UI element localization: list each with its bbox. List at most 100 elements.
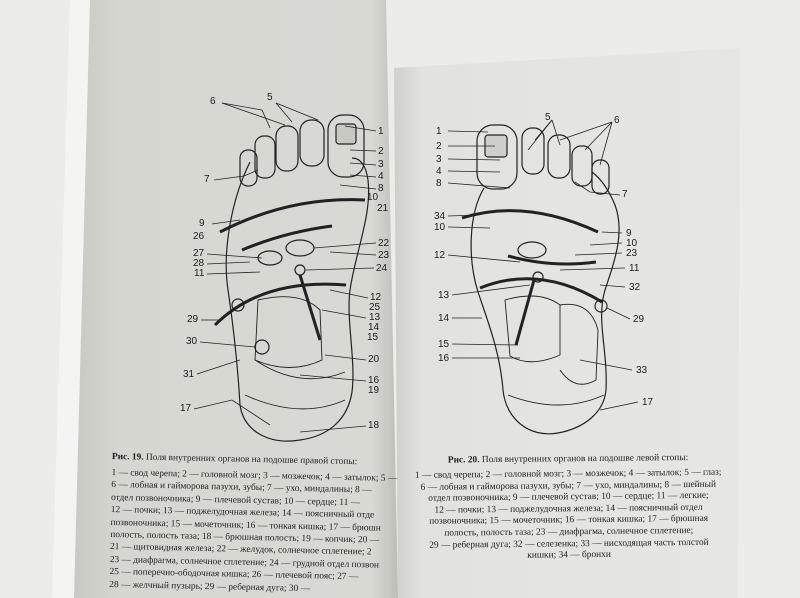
figure-label: 11 bbox=[629, 263, 640, 274]
figure-label: 23 bbox=[626, 248, 638, 259]
organ-zone bbox=[507, 394, 605, 406]
figure-label: 29 bbox=[187, 314, 199, 325]
left-foot-diagram bbox=[447, 119, 639, 435]
figure-label: 17 bbox=[180, 403, 192, 414]
figure-label: 27 bbox=[193, 248, 205, 259]
figure-label: 25 bbox=[369, 302, 381, 313]
figure-label: 16 bbox=[438, 353, 450, 364]
figure-label: 22 bbox=[378, 238, 390, 249]
figure-label: 15 bbox=[367, 332, 379, 343]
figure-label: 17 bbox=[642, 397, 654, 408]
figure-label: 13 bbox=[369, 312, 381, 323]
figure-19-caption: Рис. 19. Поля внутренних органов на подо… bbox=[109, 452, 400, 598]
zone-line bbox=[461, 209, 599, 234]
organ-zone bbox=[532, 271, 544, 283]
figure-label: 12 bbox=[370, 292, 382, 303]
leader-lines bbox=[193, 102, 377, 433]
figure-label: 3 bbox=[378, 159, 384, 170]
big-toe bbox=[327, 114, 365, 178]
figure-label: 7 bbox=[622, 189, 628, 200]
zone-line bbox=[213, 282, 347, 327]
figure-label: 34 bbox=[434, 211, 446, 222]
organ-zone bbox=[294, 264, 306, 276]
figure-label: 33 bbox=[636, 365, 648, 376]
figure-label: 6 bbox=[614, 115, 620, 126]
figure-label: 13 bbox=[438, 290, 450, 301]
zone-line bbox=[219, 198, 366, 234]
figure-number: Рис. 19. bbox=[111, 452, 144, 463]
organ-zone bbox=[231, 298, 245, 312]
toe-3 bbox=[547, 134, 571, 179]
figure-label: 1 bbox=[378, 126, 384, 137]
figure-label: 26 bbox=[193, 231, 205, 242]
figure-label: 29 bbox=[633, 314, 645, 325]
figure-number: Рис. 20. bbox=[447, 455, 480, 466]
figure-label: 5 bbox=[545, 112, 551, 123]
toe-4 bbox=[254, 135, 276, 179]
caption-line: кишки; 34 — бронхи bbox=[527, 550, 611, 561]
organ-zone bbox=[517, 241, 547, 259]
zone-line bbox=[514, 279, 536, 346]
figure-label: 18 bbox=[368, 420, 380, 431]
figure-label: 7 bbox=[204, 174, 210, 185]
figure-label: 14 bbox=[368, 322, 380, 333]
foot-outline bbox=[225, 157, 370, 442]
organ-zone bbox=[254, 359, 346, 380]
figure-label: 3 bbox=[436, 154, 442, 165]
organ-zone bbox=[504, 295, 561, 363]
organ-zone bbox=[244, 394, 346, 410]
organ-zone bbox=[559, 303, 599, 385]
figure-20-caption: Рис. 20. Поля внутренних органов на подо… bbox=[403, 453, 734, 566]
figure-label: 9 bbox=[199, 218, 205, 229]
figure-label: 9 bbox=[626, 228, 632, 239]
toe-5 bbox=[239, 149, 258, 187]
toe-5 bbox=[591, 159, 610, 195]
figure-label: 2 bbox=[378, 146, 384, 157]
figure-label: 10 bbox=[626, 238, 638, 249]
right-foot-diagram bbox=[193, 102, 377, 442]
figure-label: 24 bbox=[376, 263, 388, 274]
leader-lines bbox=[447, 119, 639, 411]
figure-label: 31 bbox=[183, 369, 195, 380]
figure-label: 30 bbox=[186, 336, 198, 347]
figure-label: 4 bbox=[378, 171, 384, 182]
caption-title: Рис. 20. Поля внутренних органов на подо… bbox=[403, 453, 733, 466]
toe-2 bbox=[521, 127, 545, 175]
figure-label: 1 bbox=[436, 126, 442, 137]
figure-label: 10 bbox=[367, 192, 379, 203]
figure-label: 12 bbox=[434, 250, 446, 261]
figure-label: 20 bbox=[368, 354, 380, 365]
caption-title-text: Поля внутренних органов на подошве левой… bbox=[481, 453, 689, 466]
zone-line bbox=[241, 224, 333, 252]
figure-label: 15 bbox=[438, 339, 450, 350]
big-toe bbox=[476, 124, 518, 190]
figure-label: 2 bbox=[436, 141, 442, 152]
figure-label: 11 bbox=[194, 268, 205, 279]
foot-outline bbox=[470, 171, 620, 435]
figure-label: 16 bbox=[368, 375, 380, 386]
organ-zone bbox=[254, 296, 323, 368]
organ-zone bbox=[594, 299, 608, 313]
figure-label: 28 bbox=[193, 258, 205, 269]
zone-line bbox=[507, 254, 597, 266]
figure-label: 10 bbox=[434, 222, 446, 233]
figure-label: 21 bbox=[377, 203, 389, 214]
toe-zone bbox=[335, 123, 357, 145]
figure-label: 14 bbox=[438, 313, 450, 324]
caption-line: 28 — желчный пузырь; 29 — реберная дуга;… bbox=[109, 579, 311, 594]
figure-label: 8 bbox=[436, 178, 442, 189]
figure-label: 32 bbox=[629, 282, 641, 293]
page-stack-edge bbox=[52, 0, 90, 598]
figure-label: 4 bbox=[436, 166, 442, 177]
zone-line bbox=[298, 274, 322, 341]
figure-label: 19 bbox=[368, 385, 380, 396]
figure-label: 6 bbox=[210, 96, 216, 107]
zone-line bbox=[479, 277, 603, 304]
figure-label: 8 bbox=[378, 183, 384, 194]
figure-label: 23 bbox=[378, 250, 390, 261]
toe-3 bbox=[275, 125, 299, 172]
toe-2 bbox=[299, 119, 325, 167]
figure-label: 5 bbox=[267, 92, 273, 103]
